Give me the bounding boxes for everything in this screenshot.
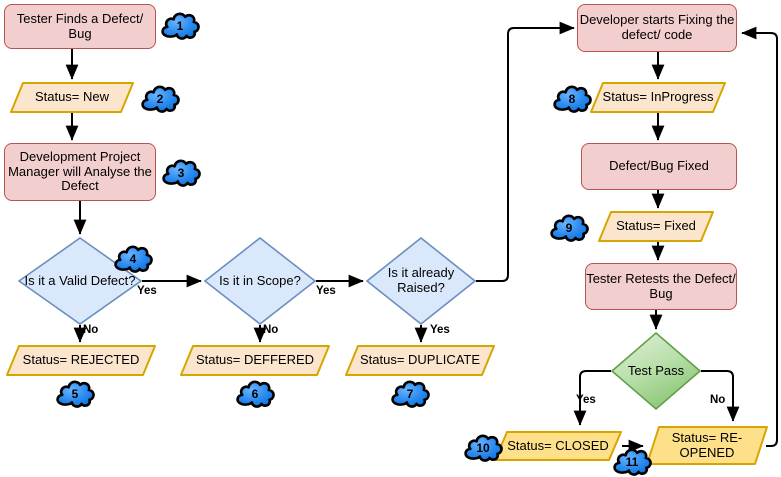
- data-node-status-inprogress: Status= InProgress: [590, 82, 726, 113]
- data-node-status-deffered: Status= DEFFERED: [180, 345, 330, 376]
- step-badge-4: 4: [113, 244, 153, 274]
- step-badge-number: 9: [565, 221, 573, 235]
- node-label: Status= InProgress: [602, 89, 714, 105]
- step-badge-number: 2: [156, 92, 164, 106]
- edge-label-no-6: No: [710, 394, 726, 406]
- node-label: Development Project Manager will Analyse…: [8, 148, 152, 194]
- step-badge-9: 9: [549, 213, 589, 243]
- edge-label-yes-5: Yes: [576, 394, 596, 406]
- node-label: Status= RE-OPENED: [671, 429, 743, 460]
- step-badge-11: 11: [612, 447, 652, 477]
- node-label: Status= DEFFERED: [195, 352, 315, 368]
- node-label: Status= CLOSED: [507, 437, 609, 453]
- data-node-status-re-opened: Status= RE-OPENED: [646, 426, 768, 465]
- data-node-status-duplicate: Status= DUPLICATE: [345, 345, 495, 376]
- decision-node-is-it-already-raised: Is it already Raised?: [366, 237, 476, 325]
- step-badge-5: 5: [55, 379, 95, 409]
- step-badge-number: 1: [176, 19, 184, 33]
- data-node-status-rejected: Status= REJECTED: [6, 345, 156, 376]
- node-label: Tester Finds a Defect/ Bug: [16, 10, 144, 41]
- step-badge-1: 1: [160, 11, 200, 41]
- edge-label-no-2: No: [83, 324, 99, 336]
- step-badge-10: 10: [463, 433, 503, 463]
- node-label: Test Pass: [627, 362, 685, 378]
- node-label: Defect/Bug Fixed: [609, 158, 709, 174]
- step-badge-number: 8: [568, 92, 576, 106]
- step-badge-7: 7: [390, 379, 430, 409]
- node-label: Is it in Scope?: [219, 272, 301, 288]
- step-badge-number: 4: [129, 252, 137, 266]
- node-label: Status= REJECTED: [22, 352, 140, 368]
- decision-node-is-it-in-scope: Is it in Scope?: [204, 237, 316, 325]
- step-badge-number: 3: [177, 166, 185, 180]
- step-badge-2: 2: [140, 84, 180, 114]
- edge-label-yes-4: Yes: [430, 324, 450, 336]
- process-node-developer-starts-fixing-the-defect-code: Developer starts Fixing the defect/ code: [577, 4, 737, 52]
- process-node-development-project-manager-will-analyse: Development Project Manager will Analyse…: [4, 143, 156, 201]
- step-badge-number: 7: [406, 387, 414, 401]
- edge-label-yes-0: Yes: [137, 285, 157, 297]
- edge-label-yes-1: Yes: [316, 285, 336, 297]
- step-badge-3: 3: [161, 158, 201, 188]
- node-label: Status= New: [34, 89, 110, 105]
- edge-label-no-3: No: [263, 324, 279, 336]
- node-label: Developer starts Fixing the defect/ code: [579, 12, 735, 42]
- data-node-status-new: Status= New: [10, 82, 134, 113]
- data-node-status-closed: Status= CLOSED: [494, 431, 622, 461]
- node-label: Status= DUPLICATE: [359, 352, 481, 368]
- step-badge-number: 5: [71, 387, 79, 401]
- decision-node-test-pass: Test Pass: [611, 332, 701, 410]
- step-badge-number: 10: [476, 441, 490, 455]
- step-badge-number: 11: [625, 455, 639, 469]
- step-badge-6: 6: [235, 379, 275, 409]
- node-label: Is it a Valid Defect?: [24, 272, 136, 288]
- step-badge-number: 6: [251, 387, 259, 401]
- step-badge-8: 8: [552, 84, 592, 114]
- data-node-status-fixed: Status= Fixed: [598, 211, 714, 242]
- node-label: Is it already Raised?: [387, 265, 455, 295]
- process-node-tester-finds-a-defect-bug: Tester Finds a Defect/ Bug: [4, 4, 156, 49]
- process-node-defect-bug-fixed: Defect/Bug Fixed: [581, 143, 737, 190]
- node-label: Status= Fixed: [616, 218, 696, 234]
- process-node-tester-retests-the-defect-bug: Tester Retests the Defect/ Bug: [585, 263, 737, 310]
- node-label: Tester Retests the Defect/ Bug: [586, 270, 736, 301]
